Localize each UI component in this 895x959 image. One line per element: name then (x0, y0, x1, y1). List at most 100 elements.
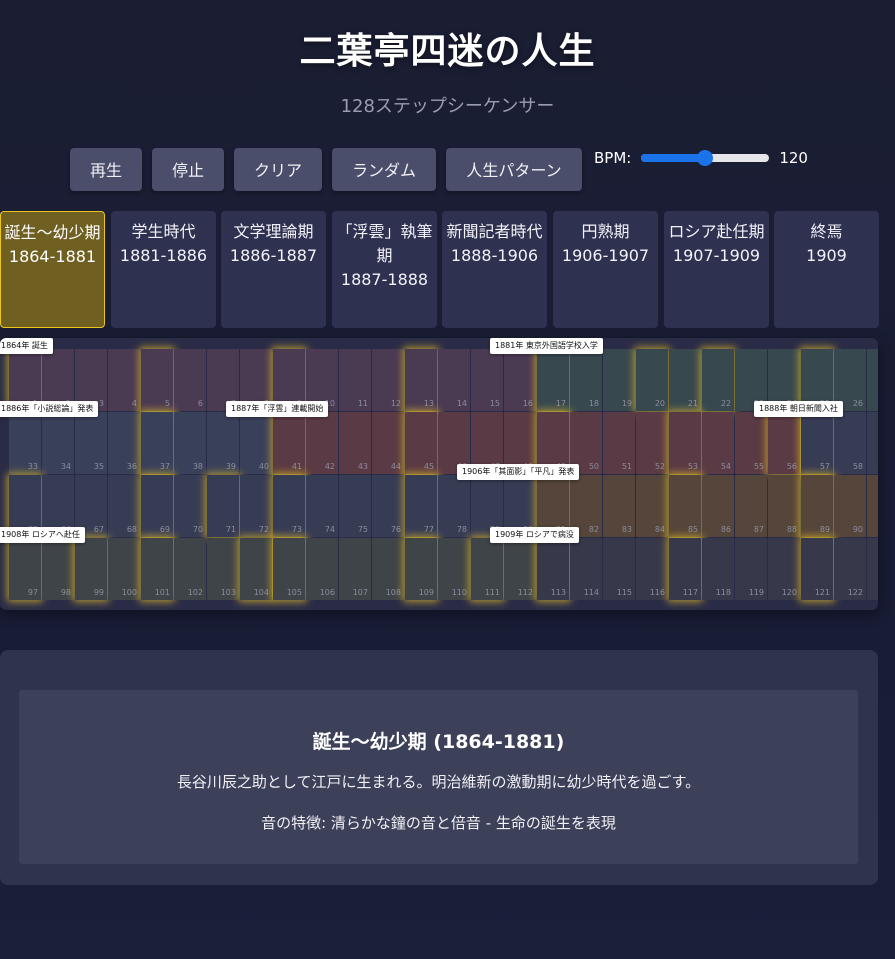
step-cell-46[interactable]: 46 (438, 412, 470, 474)
step-cell-122[interactable]: 122 (834, 538, 866, 600)
step-cell-112[interactable]: 112 (504, 538, 536, 600)
step-cell-26[interactable]: 26 (834, 349, 866, 411)
step-cell-39[interactable]: 39 (207, 412, 239, 474)
step-cell-76[interactable]: 76 (372, 475, 404, 537)
step-cell-87[interactable]: 87 (735, 475, 767, 537)
step-cell-41[interactable]: 41 (273, 412, 305, 474)
step-cell-100[interactable]: 100 (108, 538, 140, 600)
step-cell-16[interactable]: 16 (504, 349, 536, 411)
step-cell-119[interactable]: 119 (735, 538, 767, 600)
step-cell-67[interactable]: 67 (75, 475, 107, 537)
step-cell-104[interactable]: 104 (240, 538, 272, 600)
step-cell-55[interactable]: 55 (735, 412, 767, 474)
bpm-slider[interactable] (641, 150, 770, 166)
step-cell-105[interactable]: 105 (273, 538, 305, 600)
step-cell-18[interactable]: 18 (570, 349, 602, 411)
step-cell-27[interactable]: 27 (867, 349, 878, 411)
step-cell-11[interactable]: 11 (339, 349, 371, 411)
step-cell-21[interactable]: 21 (669, 349, 701, 411)
step-cell-58[interactable]: 58 (834, 412, 866, 474)
step-cell-5[interactable]: 5 (141, 349, 173, 411)
step-cell-3[interactable]: 3 (75, 349, 107, 411)
step-cell-40[interactable]: 40 (240, 412, 272, 474)
step-cell-37[interactable]: 37 (141, 412, 173, 474)
step-cell-116[interactable]: 116 (636, 538, 668, 600)
step-cell-86[interactable]: 86 (702, 475, 734, 537)
step-cell-88[interactable]: 88 (768, 475, 800, 537)
step-cell-12[interactable]: 12 (372, 349, 404, 411)
step-cell-45[interactable]: 45 (405, 412, 437, 474)
step-cell-72[interactable]: 72 (240, 475, 272, 537)
step-cell-6[interactable]: 6 (174, 349, 206, 411)
step-cell-118[interactable]: 118 (702, 538, 734, 600)
step-cell-123[interactable]: 123 (867, 538, 878, 600)
step-cell-59[interactable]: 59 (867, 412, 878, 474)
step-cell-117[interactable]: 117 (669, 538, 701, 600)
step-cell-51[interactable]: 51 (603, 412, 635, 474)
step-cell-78[interactable]: 78 (438, 475, 470, 537)
step-cell-56[interactable]: 56 (768, 412, 800, 474)
step-cell-15[interactable]: 15 (471, 349, 503, 411)
step-cell-85[interactable]: 85 (669, 475, 701, 537)
step-cell-35[interactable]: 35 (75, 412, 107, 474)
step-cell-109[interactable]: 109 (405, 538, 437, 600)
step-cell-113[interactable]: 113 (537, 538, 569, 600)
step-cell-4[interactable]: 4 (108, 349, 140, 411)
step-cell-111[interactable]: 111 (471, 538, 503, 600)
clear-button[interactable]: クリア (234, 147, 322, 191)
step-cell-83[interactable]: 83 (603, 475, 635, 537)
step-cell-114[interactable]: 114 (570, 538, 602, 600)
step-cell-52[interactable]: 52 (636, 412, 668, 474)
step-cell-22[interactable]: 22 (702, 349, 734, 411)
step-cell-8[interactable]: 8 (240, 349, 272, 411)
step-cell-71[interactable]: 71 (207, 475, 239, 537)
stop-button[interactable]: 停止 (152, 147, 224, 191)
step-cell-91[interactable]: 91 (867, 475, 878, 537)
step-cell-44[interactable]: 44 (372, 412, 404, 474)
step-cell-1[interactable]: 1 (9, 349, 41, 411)
step-cell-33[interactable]: 33 (9, 412, 41, 474)
step-cell-110[interactable]: 110 (438, 538, 470, 600)
step-cell-108[interactable]: 108 (372, 538, 404, 600)
step-cell-99[interactable]: 99 (75, 538, 107, 600)
step-cell-36[interactable]: 36 (108, 412, 140, 474)
step-cell-53[interactable]: 53 (669, 412, 701, 474)
step-cell-57[interactable]: 57 (801, 412, 833, 474)
step-cell-106[interactable]: 106 (306, 538, 338, 600)
step-cell-115[interactable]: 115 (603, 538, 635, 600)
step-cell-75[interactable]: 75 (339, 475, 371, 537)
step-cell-68[interactable]: 68 (108, 475, 140, 537)
step-cell-77[interactable]: 77 (405, 475, 437, 537)
play-button[interactable]: 再生 (70, 147, 142, 191)
step-cell-98[interactable]: 98 (42, 538, 74, 600)
step-cell-69[interactable]: 69 (141, 475, 173, 537)
step-cell-19[interactable]: 19 (603, 349, 635, 411)
step-cell-70[interactable]: 70 (174, 475, 206, 537)
step-cell-50[interactable]: 50 (570, 412, 602, 474)
step-cell-73[interactable]: 73 (273, 475, 305, 537)
step-cell-84[interactable]: 84 (636, 475, 668, 537)
step-cell-10[interactable]: 10 (306, 349, 338, 411)
step-cell-42[interactable]: 42 (306, 412, 338, 474)
step-cell-89[interactable]: 89 (801, 475, 833, 537)
step-cell-81[interactable]: 81 (537, 475, 569, 537)
step-cell-103[interactable]: 103 (207, 538, 239, 600)
step-cell-121[interactable]: 121 (801, 538, 833, 600)
step-cell-101[interactable]: 101 (141, 538, 173, 600)
step-cell-17[interactable]: 17 (537, 349, 569, 411)
step-cell-97[interactable]: 97 (9, 538, 41, 600)
step-cell-13[interactable]: 13 (405, 349, 437, 411)
step-cell-90[interactable]: 90 (834, 475, 866, 537)
step-cell-49[interactable]: 49 (537, 412, 569, 474)
bpm-slider-thumb[interactable] (697, 150, 714, 166)
step-cell-38[interactable]: 38 (174, 412, 206, 474)
step-cell-34[interactable]: 34 (42, 412, 74, 474)
life-pattern-button[interactable]: 人生パターン (446, 147, 582, 191)
